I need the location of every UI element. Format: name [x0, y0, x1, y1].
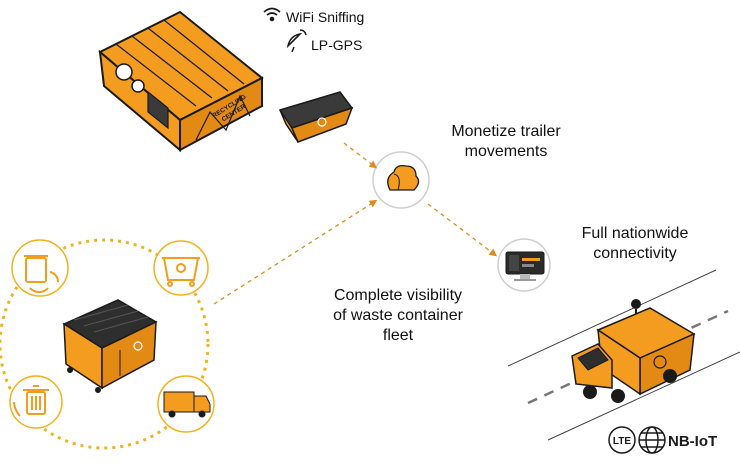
- satellite-icon: [286, 29, 307, 53]
- visibility-line3: fleet: [382, 327, 414, 344]
- globe-icon: [638, 426, 666, 454]
- garbage-truck: [571, 299, 696, 403]
- wifi-label: WiFi Sniffing: [286, 9, 365, 25]
- lte-badge: LTE: [608, 426, 636, 454]
- wifi-tag: WiFi Sniffing: [286, 9, 364, 25]
- flow-arrows: [213, 142, 498, 305]
- gps-label: LP-GPS: [311, 37, 363, 53]
- wifi-icon: [263, 7, 281, 22]
- cloud-tracker: [372, 151, 430, 209]
- recycle-bin-icon: [24, 255, 60, 294]
- lte-label: LTE: [613, 436, 631, 447]
- connectivity-caption: Full nationwide connectivity: [560, 224, 710, 264]
- visibility-line1: Complete visibility: [333, 287, 463, 304]
- dumpster-icon: [162, 257, 200, 287]
- nbiot-label: NB-IoT: [668, 433, 717, 450]
- connectivity-line1: Full nationwide: [581, 225, 689, 242]
- skip-container: [278, 91, 354, 143]
- monetize-caption: Monetize trailer movements: [436, 122, 576, 162]
- refuse-truck-icon: [163, 391, 211, 418]
- waste-bin-icon: [13, 385, 49, 417]
- monitor-dashboard: [497, 238, 551, 292]
- central-dumpster: [62, 299, 158, 393]
- recycling-building: RECYCLING CENTER: [98, 10, 264, 153]
- monetize-line1: Monetize trailer: [451, 123, 561, 140]
- gps-tag: LP-GPS: [311, 37, 362, 53]
- visibility-line2: of waste container: [333, 307, 463, 324]
- monetize-line2: movements: [464, 143, 548, 160]
- visibility-caption: Complete visibility of waste container f…: [308, 286, 488, 346]
- connectivity-line2: connectivity: [593, 245, 677, 262]
